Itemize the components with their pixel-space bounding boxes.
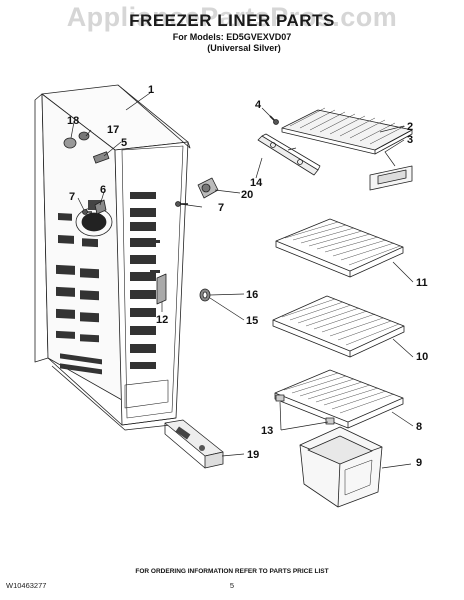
callout-14: 14 bbox=[250, 177, 263, 189]
variant-line: (Universal Silver) bbox=[207, 43, 281, 53]
watermark: AppliancePartsPros.com bbox=[66, 2, 398, 32]
callout-6: 6 bbox=[100, 184, 106, 196]
freezer-bin bbox=[299, 426, 383, 508]
callout-20: 20 bbox=[241, 189, 253, 201]
wire-shelf-8 bbox=[274, 369, 404, 429]
callout-3: 3 bbox=[407, 134, 413, 146]
callout-1: 1 bbox=[148, 84, 154, 96]
callout-19: 19 bbox=[247, 449, 259, 461]
callout-7-left: 7 bbox=[69, 191, 75, 203]
callout-8: 8 bbox=[416, 421, 422, 433]
callout-9: 9 bbox=[416, 457, 422, 469]
document-number: W10463277 bbox=[6, 581, 47, 590]
liner-side-slots bbox=[130, 192, 160, 369]
callout-18: 18 bbox=[67, 115, 79, 127]
glass-shelf bbox=[281, 107, 413, 155]
shelf-support-bracket bbox=[257, 133, 321, 176]
callout-2: 2 bbox=[407, 121, 413, 133]
screw-4 bbox=[269, 115, 279, 125]
shelf-clips bbox=[275, 394, 335, 425]
interior-hardware bbox=[63, 131, 110, 215]
leader-lines bbox=[70, 92, 414, 469]
control-housing bbox=[164, 419, 224, 469]
shelf-front-trim bbox=[369, 165, 413, 191]
callout-10: 10 bbox=[416, 351, 428, 363]
models-line: For Models: ED5GVEXVD07 bbox=[172, 32, 292, 42]
page-number: 5 bbox=[229, 581, 235, 590]
callout-labels: 1 2 3 4 5 6 7 7 8 9 10 11 12 13 14 15 16… bbox=[67, 84, 428, 469]
callout-7-right: 7 bbox=[218, 202, 224, 214]
callout-16: 16 bbox=[246, 289, 258, 301]
callout-13: 13 bbox=[261, 425, 273, 437]
wire-shelf-11 bbox=[275, 218, 404, 278]
callout-12: 12 bbox=[156, 314, 168, 326]
bracket-12 bbox=[156, 273, 167, 305]
callout-17: 17 bbox=[107, 124, 119, 136]
wire-shelf-10 bbox=[272, 295, 405, 358]
liner-back-slots bbox=[56, 213, 102, 375]
socket-20 bbox=[197, 177, 219, 199]
callout-11: 11 bbox=[416, 277, 428, 289]
footer-note: FOR ORDERING INFORMATION REFER TO PARTS … bbox=[135, 568, 329, 575]
grommet-16 bbox=[199, 288, 211, 302]
freezer-liner bbox=[34, 84, 191, 431]
callout-4: 4 bbox=[255, 99, 262, 111]
callout-15: 15 bbox=[246, 315, 258, 327]
callout-5: 5 bbox=[121, 137, 127, 149]
page-title: FREEZER LINER PARTS bbox=[129, 11, 335, 30]
